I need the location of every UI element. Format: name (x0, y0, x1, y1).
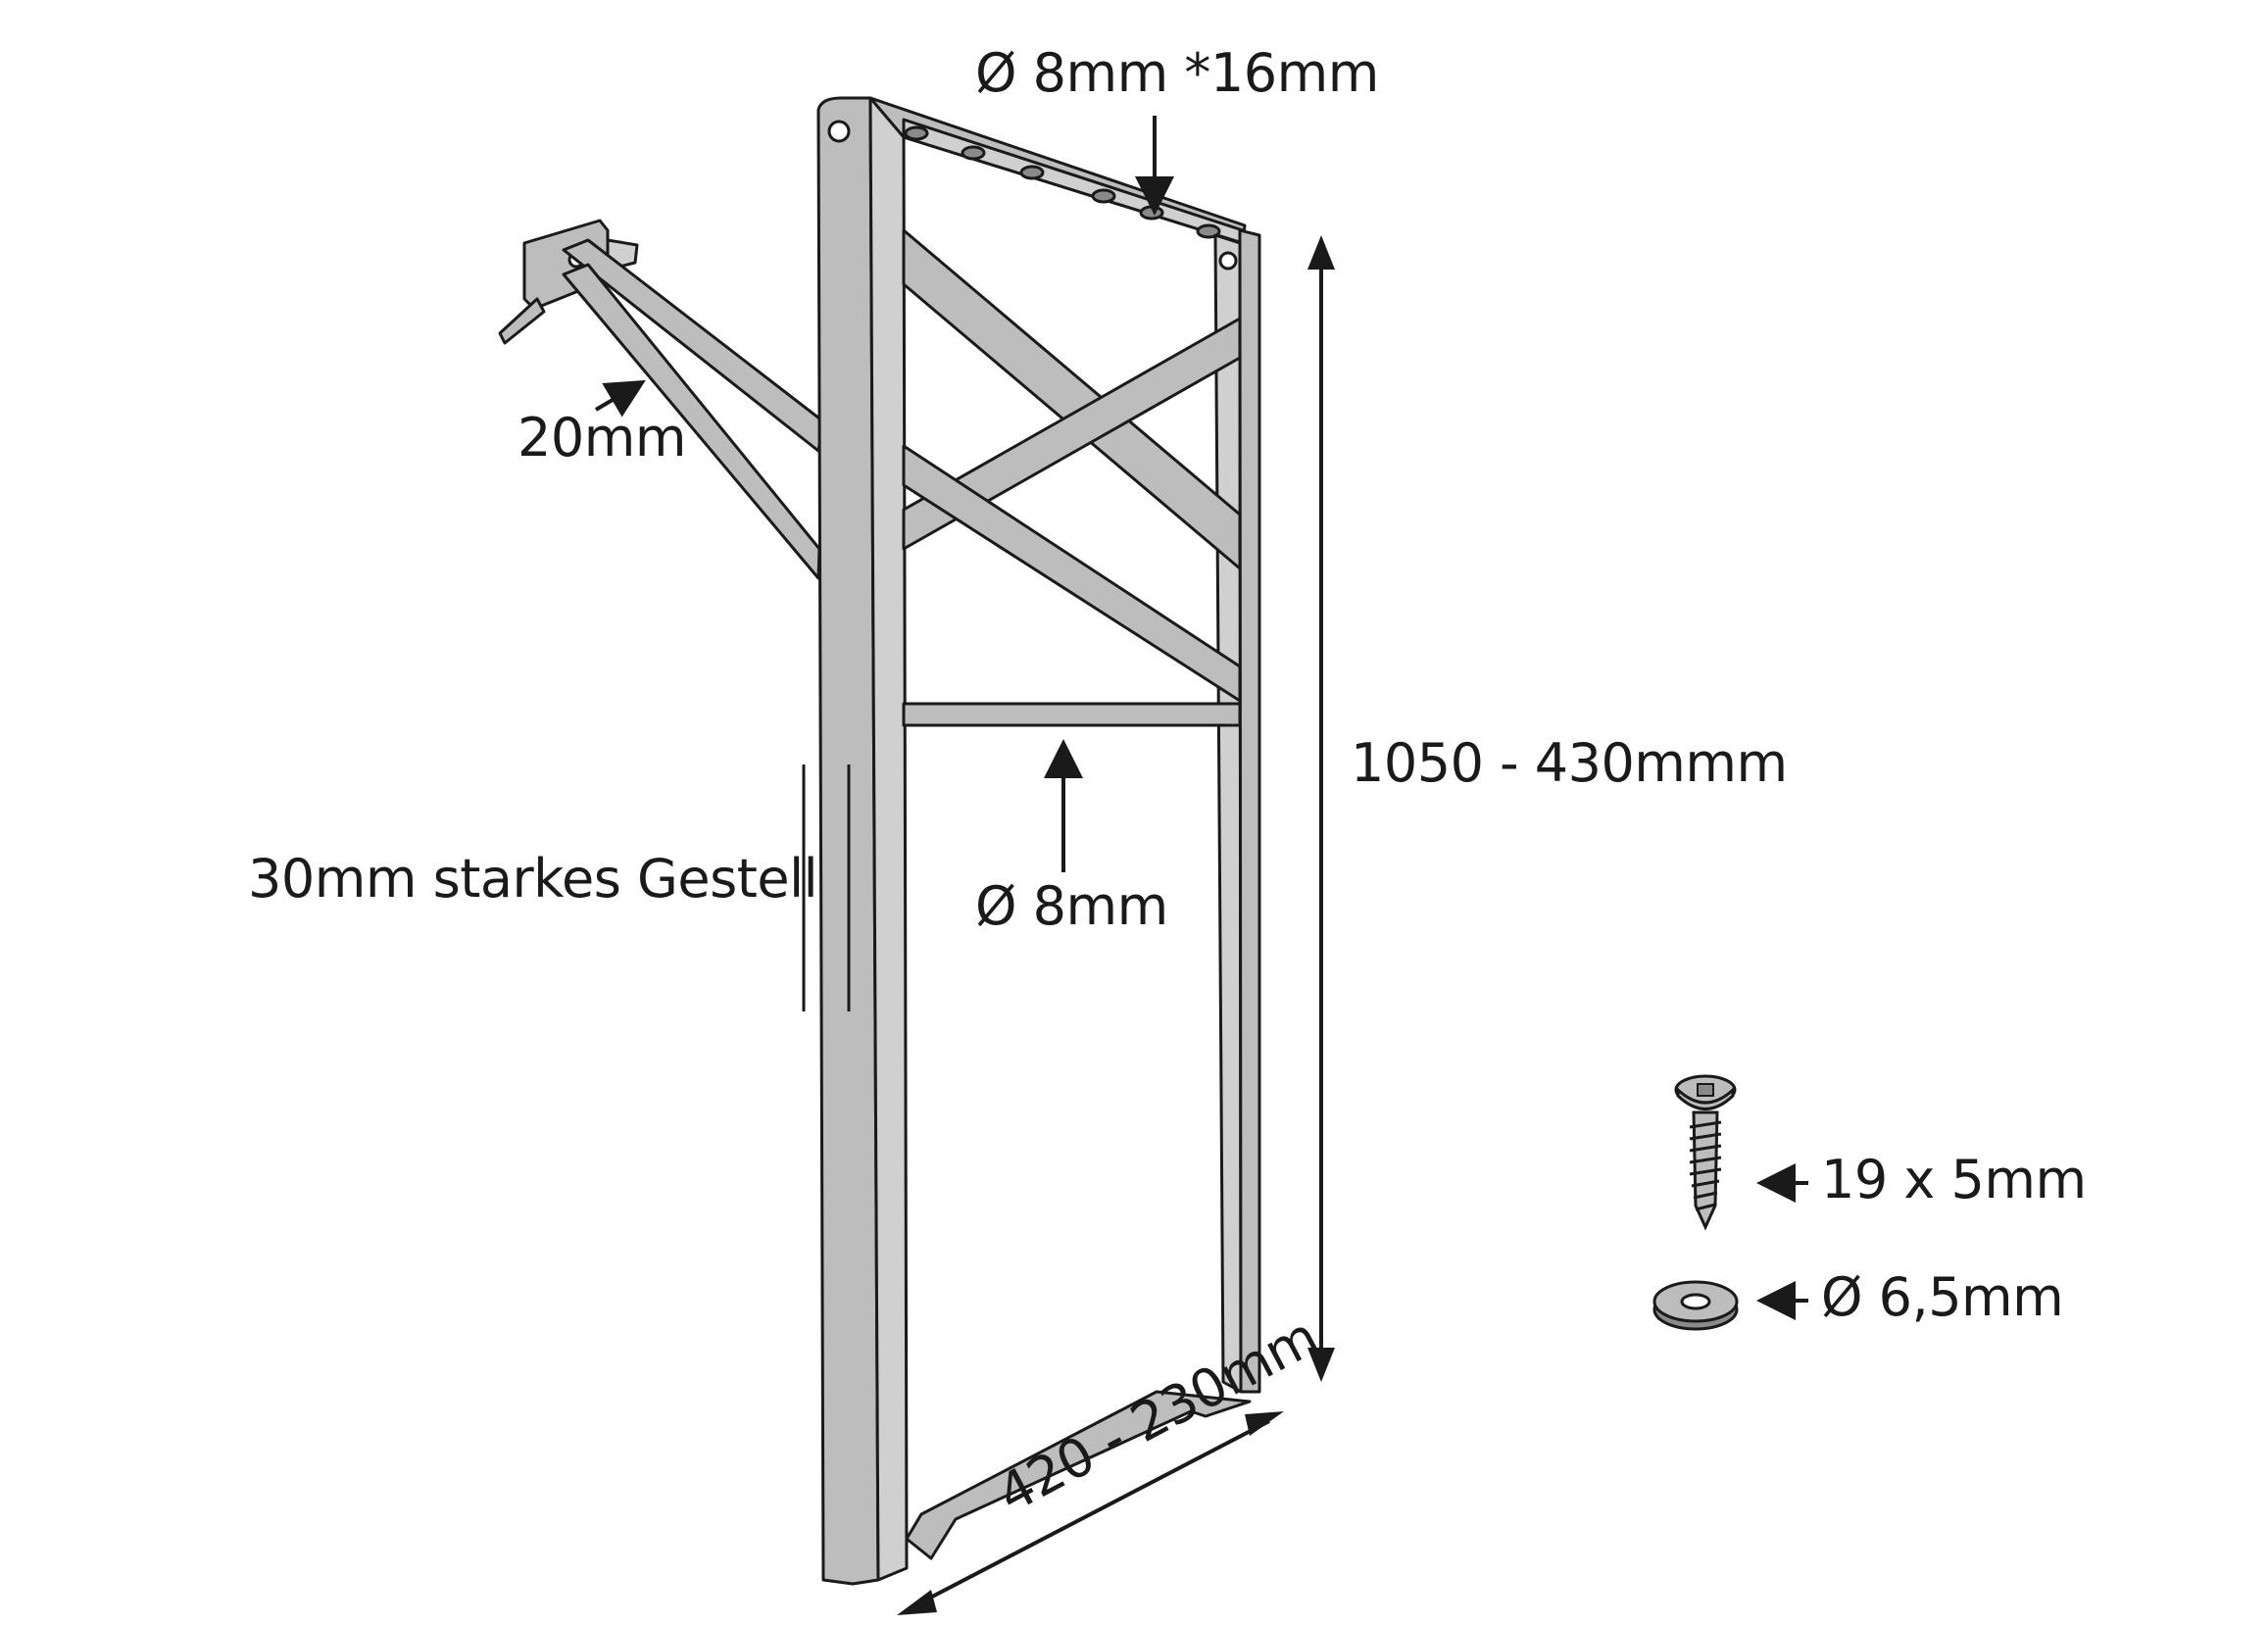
frame-thickness-label: 30mm starkes Gestell (248, 848, 818, 910)
top-rail-hole-label: Ø 8mm *16mm (975, 42, 1379, 104)
width-dimension-line (911, 1419, 1270, 1609)
dimension-lines (594, 116, 1808, 1615)
ladder-frame-icon (816, 96, 1261, 1586)
washer-icon (1652, 1280, 1739, 1331)
height-label: 1050 - 430mmm (1351, 732, 1788, 794)
washer-size-label: Ø 6,5mm (1821, 1266, 2064, 1328)
screw-icon (1674, 1074, 1737, 1231)
hinge-arrow (594, 379, 646, 418)
screw-size-label: 19 x 5mm (1821, 1149, 2087, 1210)
wall-bracket-icon (498, 219, 825, 580)
crossbar-label: Ø 8mm (975, 875, 1168, 937)
hinge-label: 20mm (518, 407, 686, 468)
